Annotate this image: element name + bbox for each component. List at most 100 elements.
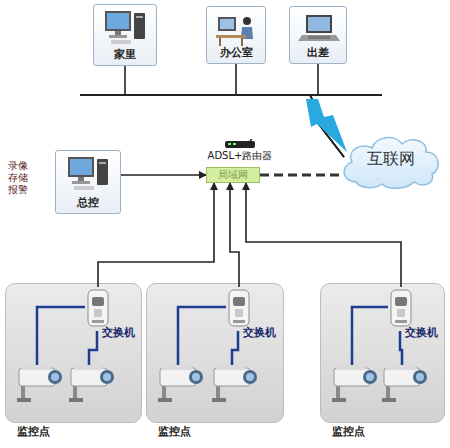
- camera-icon: [243, 370, 257, 384]
- sw-icon: [229, 290, 249, 326]
- sw-icon: [92, 320, 104, 323]
- desk-icon: [241, 38, 243, 46]
- sw-icon: [94, 309, 102, 317]
- laptop-icon: [296, 11, 340, 47]
- camera-icon: [216, 386, 220, 400]
- office-pc-box: 办公室: [206, 6, 266, 64]
- connector: [260, 174, 344, 177]
- pc-icon: [103, 9, 147, 45]
- router-icon: [228, 143, 231, 145]
- pc-icon: [99, 162, 106, 164]
- pc-icon: [105, 11, 131, 31]
- camera-icon: [413, 370, 427, 384]
- router-icon: [250, 139, 252, 141]
- pc-icon: [111, 40, 131, 44]
- node-label: 总控: [56, 197, 120, 210]
- sw-icon: [235, 309, 243, 317]
- node-label: 交换机: [102, 327, 135, 340]
- pc-icon: [97, 159, 108, 185]
- laptop-icon: [308, 17, 330, 31]
- node-label: 局域网: [207, 169, 259, 181]
- connector: [246, 183, 401, 287]
- node-label: ADSL+路由器: [190, 150, 290, 162]
- pc-icon: [66, 155, 110, 191]
- sw-icon: [391, 290, 411, 326]
- sw-icon: [395, 297, 407, 306]
- sw-icon: [397, 309, 405, 317]
- control-pc-box: 总控: [55, 150, 121, 214]
- connector: [230, 183, 239, 287]
- pc-icon: [109, 35, 127, 38]
- router-icon: [225, 141, 255, 148]
- camera-icon: [21, 386, 25, 400]
- function-note: 录像 存储 报警: [8, 160, 34, 196]
- node-label: 监控点: [332, 426, 365, 439]
- laptop-icon: [308, 36, 330, 39]
- sw-icon: [227, 289, 251, 327]
- desk-icon: [216, 35, 246, 38]
- camera-icon: [73, 386, 77, 400]
- camera-icon: [212, 398, 226, 402]
- desk-icon: [243, 17, 251, 25]
- camera-icon: [158, 398, 172, 402]
- pc-icon: [78, 177, 84, 181]
- wireless-bolt: [306, 99, 347, 152]
- camera-icon: [21, 366, 51, 370]
- camera-icon: [51, 373, 59, 381]
- home-pc-box: 家里: [93, 4, 157, 66]
- camera-icon: [246, 373, 254, 381]
- sw-icon: [395, 320, 407, 323]
- pc-icon: [70, 159, 92, 175]
- sw-icon: [389, 289, 413, 327]
- pc-icon: [115, 31, 121, 35]
- camera-icon: [332, 398, 346, 402]
- camera-icon: [416, 373, 424, 381]
- sw-icon: [233, 320, 245, 323]
- pc-icon: [136, 16, 143, 18]
- camera-icon: [17, 398, 31, 402]
- pc-icon: [74, 186, 94, 190]
- camera-icon: [336, 366, 366, 370]
- camera-icon: [162, 366, 192, 370]
- node-label: 办公室: [207, 47, 265, 60]
- sw-icon: [92, 297, 104, 306]
- node-label: 互联网: [338, 150, 444, 168]
- switch-node: 交换机: [80, 287, 142, 345]
- travel-laptop-box: 出差: [289, 6, 347, 64]
- node-label: 监控点: [17, 426, 50, 439]
- camera-icon: [386, 366, 416, 370]
- node-label: 出差: [290, 47, 346, 60]
- camera-icon: [73, 366, 103, 370]
- desk-icon: [218, 17, 236, 31]
- camera-icon: [216, 366, 246, 370]
- camera-icon: [386, 386, 390, 400]
- sw-icon: [86, 289, 110, 327]
- camera-icon: [69, 398, 83, 402]
- pc-icon: [134, 13, 145, 39]
- lan-box: 局域网: [206, 167, 260, 183]
- desk-icon: [219, 38, 221, 46]
- connector: [121, 174, 206, 176]
- router-icon: [233, 143, 236, 145]
- camera-icon: [363, 370, 377, 384]
- node-label: 交换机: [243, 327, 276, 340]
- internet-cloud: 互联网: [338, 130, 444, 190]
- sw-icon: [88, 290, 108, 326]
- camera-icon: [382, 398, 396, 402]
- desk-icon: [214, 11, 258, 47]
- pc-icon: [107, 13, 129, 29]
- camera-icon: [336, 386, 340, 400]
- router-node: ADSL+路由器: [190, 139, 290, 165]
- camera-icon: [366, 373, 374, 381]
- camera-icon: [48, 370, 62, 384]
- camera-icon: [100, 370, 114, 384]
- camera-icon: [103, 373, 111, 381]
- switch-node: 交换机: [383, 287, 445, 345]
- node-label: 交换机: [405, 327, 438, 340]
- node-label: 监控点: [158, 426, 191, 439]
- desk-icon: [220, 19, 234, 29]
- camera-icon: [192, 373, 200, 381]
